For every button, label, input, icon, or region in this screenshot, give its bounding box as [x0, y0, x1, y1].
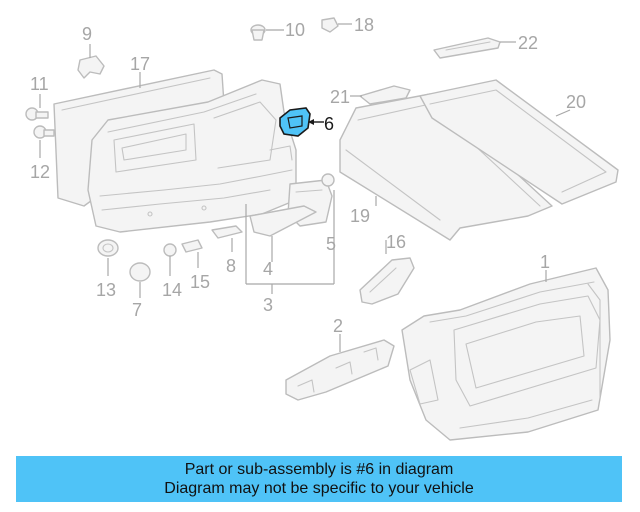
part-9-clip: [77, 44, 105, 79]
part-14-clip: [163, 243, 177, 276]
part-13-grommet: [97, 239, 119, 276]
callout-22: 22: [518, 33, 538, 53]
callout-4: 4: [263, 259, 273, 279]
part-11-pin: [25, 94, 49, 121]
part-8-cover: [211, 225, 243, 252]
callout-15: 15: [190, 272, 210, 292]
callout-20: 20: [566, 92, 586, 112]
callout-18: 18: [354, 15, 374, 35]
part-12-pin: [33, 125, 55, 158]
callout-14: 14: [162, 280, 182, 300]
part-19-board: [339, 93, 553, 241]
callout-19: 19: [350, 206, 370, 226]
callout-8: 8: [226, 256, 236, 276]
callout-7: 7: [132, 300, 142, 320]
parts-diagram: 9 10 18 22 11 12 17: [25, 15, 619, 441]
callout-21: 21: [330, 87, 350, 107]
info-banner: Part or sub-assembly is #6 in diagram Di…: [16, 456, 622, 502]
part-2-bracket: [285, 334, 395, 401]
part-1-side-panel: [401, 267, 611, 441]
callout-16: 16: [386, 232, 406, 252]
part-10-screw: [250, 24, 284, 41]
part-6-highlighted: [279, 107, 324, 137]
part-22-handle: [433, 37, 516, 59]
callout-9: 9: [82, 24, 92, 44]
callout-3: 3: [263, 295, 273, 315]
callout-6: 6: [324, 114, 334, 134]
callout-5: 5: [326, 234, 336, 254]
part-21-strap: [350, 85, 411, 105]
callout-2: 2: [333, 316, 343, 336]
part-15-clip: [181, 239, 203, 268]
callout-11: 11: [30, 74, 49, 94]
banner-line-1: Part or sub-assembly is #6 in diagram: [184, 461, 454, 478]
callout-1: 1: [540, 252, 550, 272]
part-quarter-trim-panel: [87, 79, 297, 233]
part-4-strip: [249, 205, 317, 262]
bracket-3-leader: [245, 204, 335, 294]
callout-13: 13: [96, 280, 116, 300]
part-18-clip: [321, 17, 352, 33]
callout-12: 12: [30, 162, 50, 182]
part-20-cover: [419, 79, 619, 205]
part-7-plug: [129, 262, 151, 298]
banner-line-2: Diagram may not be specific to your vehi…: [164, 480, 474, 497]
callout-17: 17: [130, 54, 150, 74]
callout-10: 10: [285, 20, 305, 40]
part-16-lamp: [359, 240, 415, 305]
